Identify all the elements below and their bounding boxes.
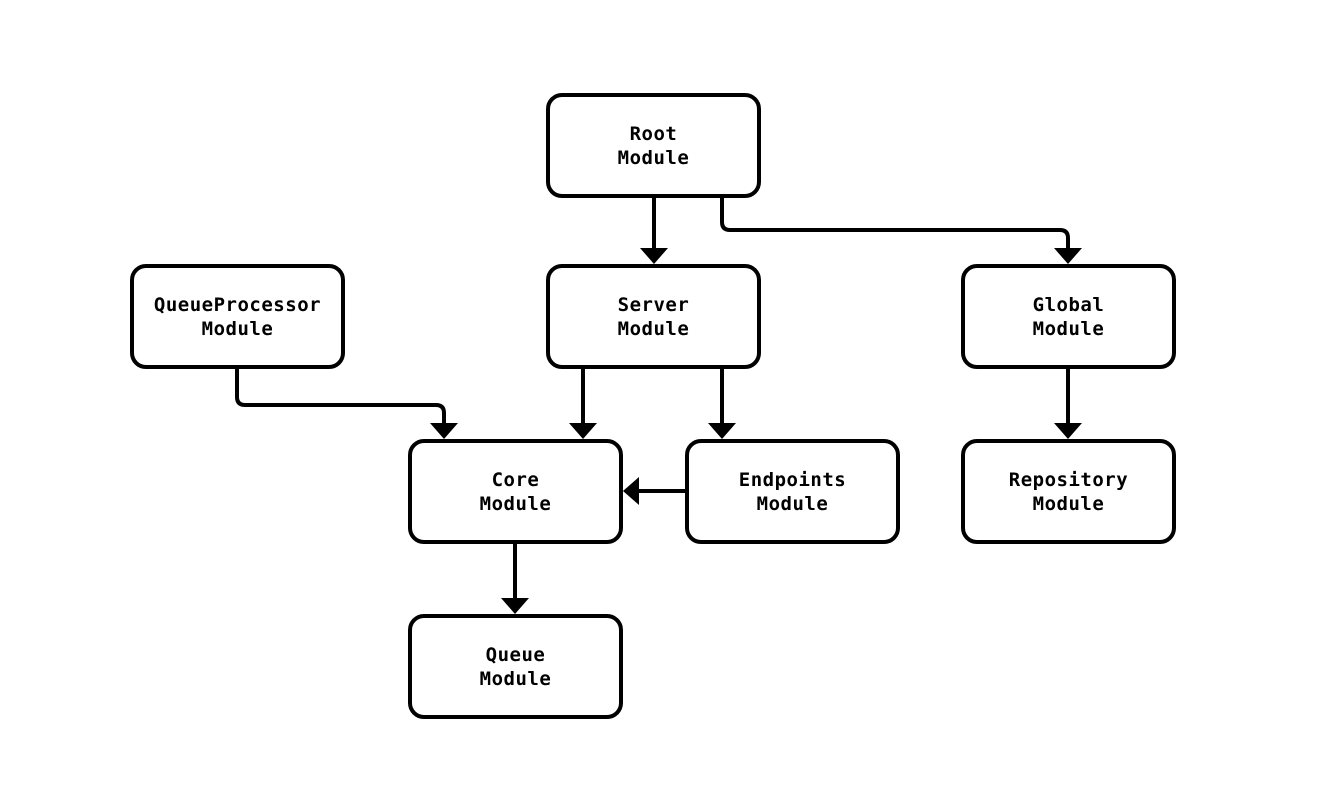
global-module-label-line2: Module xyxy=(1033,318,1105,340)
nodes-layer: RootModuleQueueProcessorModuleServerModu… xyxy=(130,93,1176,719)
queueprocessor-module-box[interactable] xyxy=(130,264,345,369)
queue-module-box[interactable] xyxy=(408,614,623,719)
endpoints-module-label-line1: Endpoints xyxy=(739,469,846,491)
queueprocessor-module-label-line2: Module xyxy=(202,318,274,340)
edges-layer xyxy=(235,196,1082,614)
server-module-label-line1: Server xyxy=(618,294,690,316)
queue-module-label-line1: Queue xyxy=(486,644,546,666)
repository-module-label-line1: Repository xyxy=(1009,469,1128,491)
root-module-label-line1: Root xyxy=(630,123,678,145)
edge-server-to-endpoints xyxy=(708,367,736,439)
endpoints-module-label-line2: Module xyxy=(757,493,829,515)
repository-module-label-line2: Module xyxy=(1033,493,1105,515)
endpoints-module-box[interactable] xyxy=(685,439,900,544)
edge-server-to-core-arrowhead-icon xyxy=(569,423,597,439)
queueprocessor-module-label-line1: QueueProcessor xyxy=(154,294,321,316)
edge-endpoints-to-core xyxy=(623,477,687,505)
core-module-label-line2: Module xyxy=(480,493,552,515)
edge-server-to-core xyxy=(569,367,597,439)
edge-queueprocessor-to-core-line xyxy=(235,367,446,427)
global-module-box[interactable] xyxy=(961,264,1176,369)
core-module-box[interactable] xyxy=(408,439,623,544)
edge-root-to-server-arrowhead-icon xyxy=(640,248,668,264)
edge-endpoints-to-core-arrowhead-icon xyxy=(623,477,639,505)
edge-core-to-queue-arrowhead-icon xyxy=(501,598,529,614)
edge-queueprocessor-to-core xyxy=(235,367,458,439)
root-module-label-line2: Module xyxy=(618,147,690,169)
queue-module-label-line2: Module xyxy=(480,668,552,690)
edge-server-to-endpoints-arrowhead-icon xyxy=(708,423,736,439)
server-module-box[interactable] xyxy=(546,264,761,369)
edge-root-to-global-arrowhead-icon xyxy=(1054,248,1082,264)
edge-queueprocessor-to-core-arrowhead-icon xyxy=(430,423,458,439)
edge-root-to-global xyxy=(720,196,1082,264)
global-module-label-line1: Global xyxy=(1033,294,1105,316)
core-module-label-line1: Core xyxy=(492,469,540,491)
server-module-label-line2: Module xyxy=(618,318,690,340)
edge-root-to-server xyxy=(640,196,668,264)
edge-root-to-global-line xyxy=(720,196,1070,252)
root-module-box[interactable] xyxy=(546,93,761,198)
edge-global-to-repository xyxy=(1054,367,1082,439)
edge-global-to-repository-arrowhead-icon xyxy=(1054,423,1082,439)
repository-module-box[interactable] xyxy=(961,439,1176,544)
edge-core-to-queue xyxy=(501,542,529,614)
